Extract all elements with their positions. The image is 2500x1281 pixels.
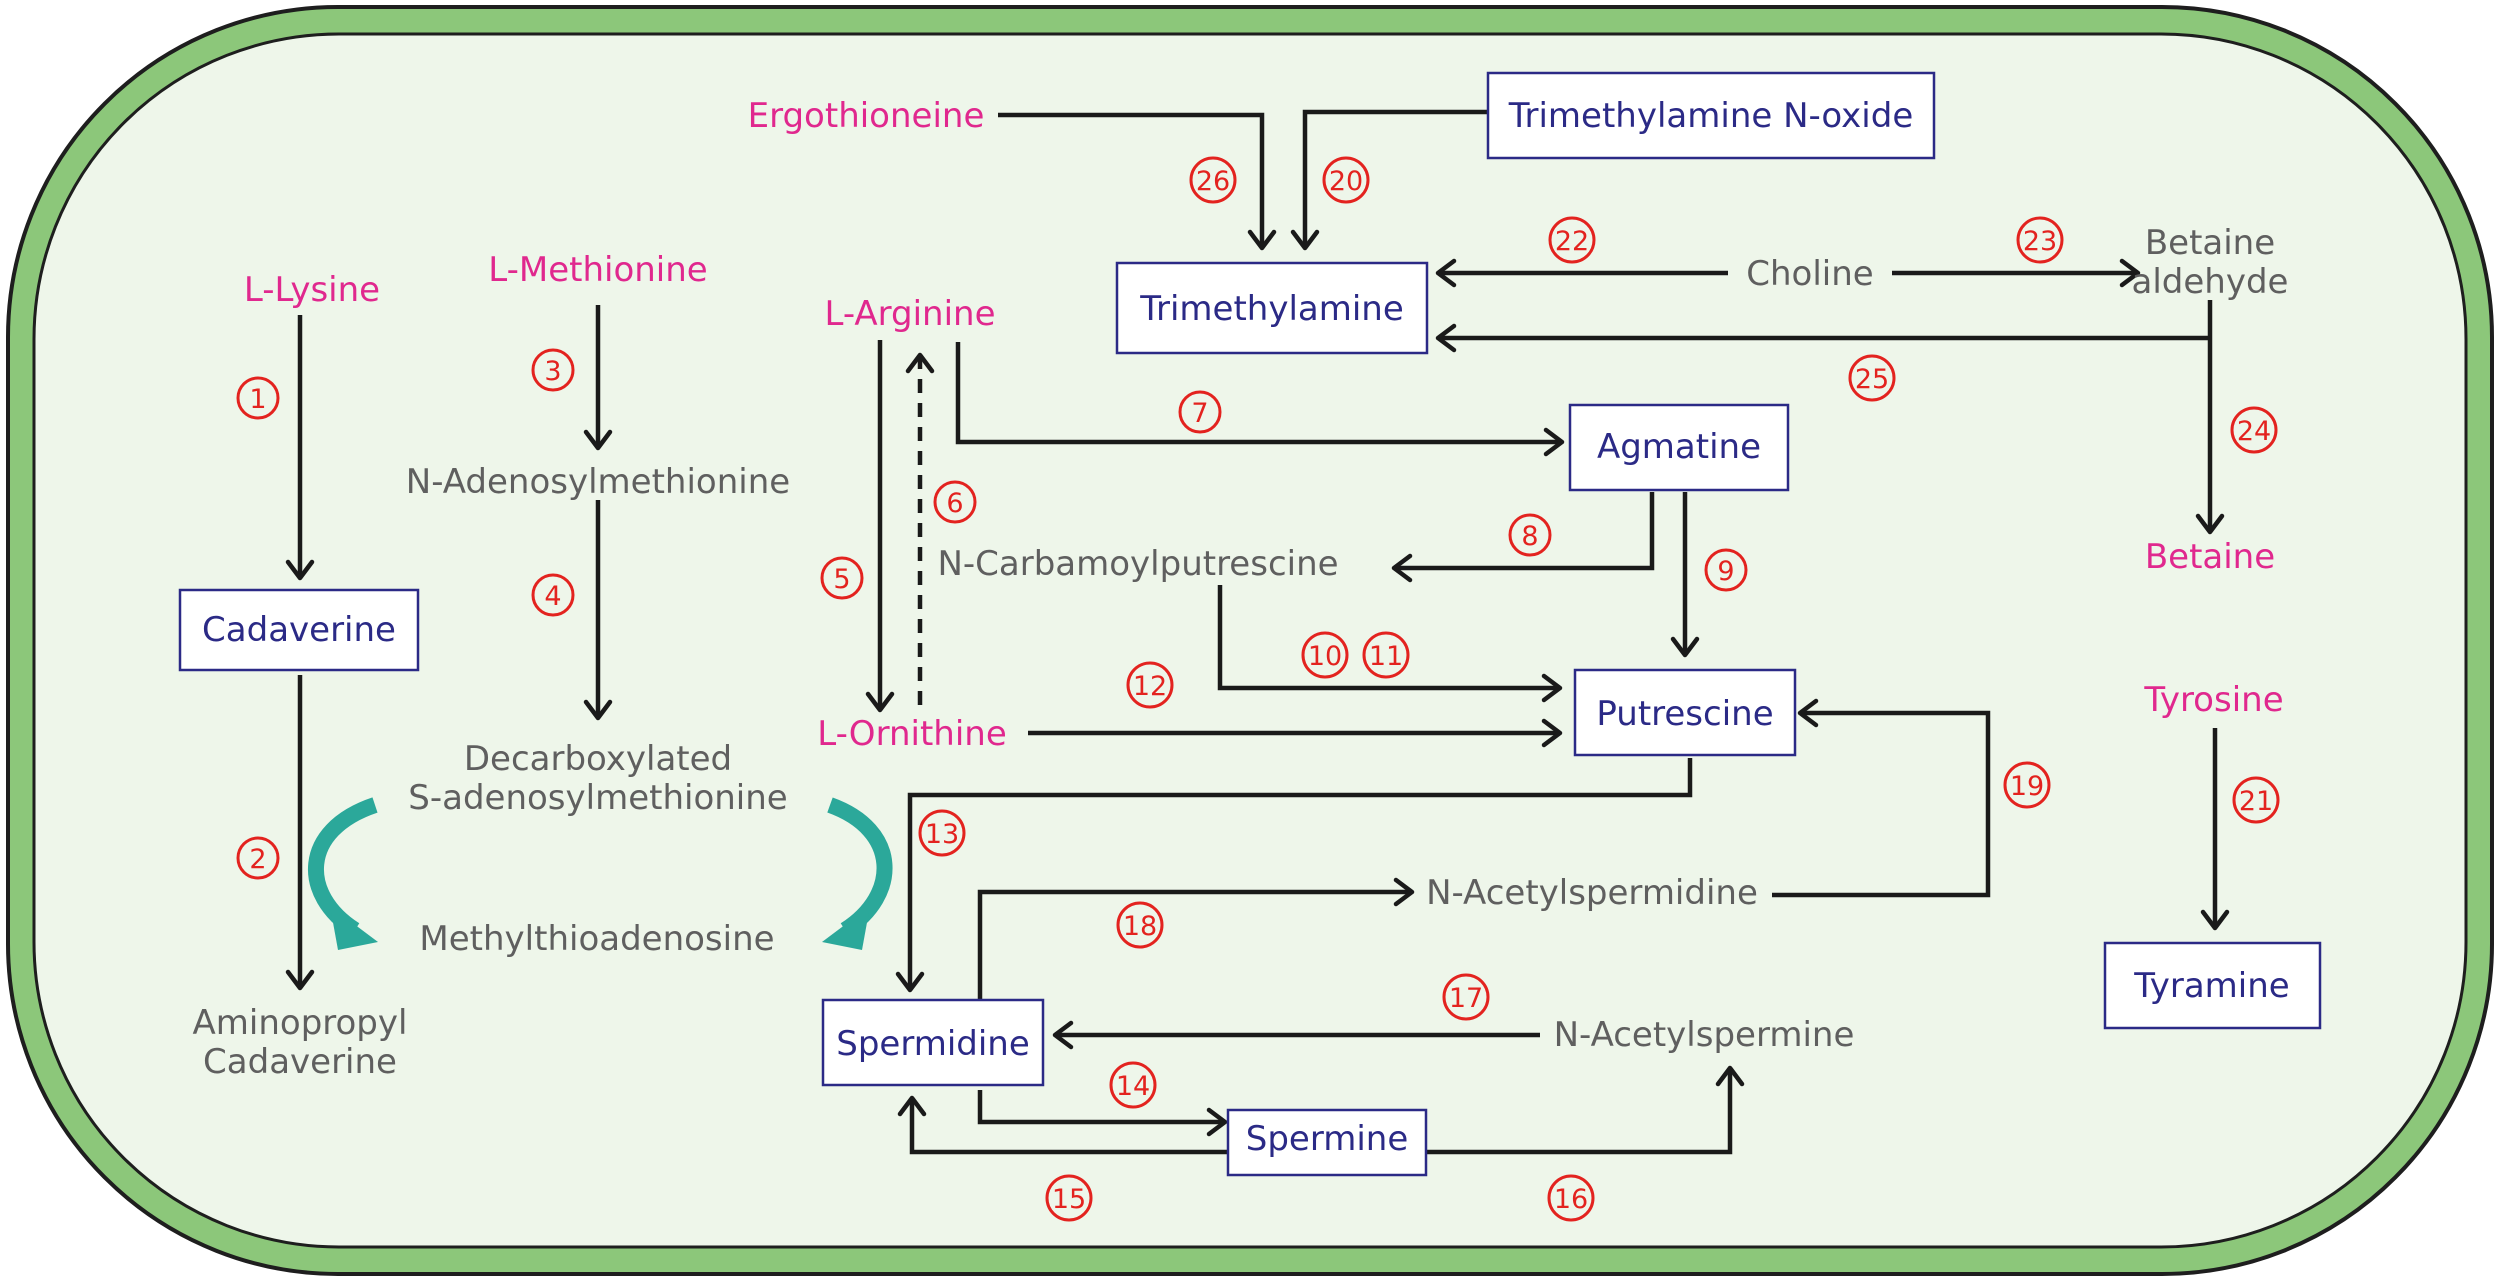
label-decarboxylated-sam-line2: S-adenosylmethionine <box>408 778 787 818</box>
label-tyrosine: Tyrosine <box>2143 680 2283 720</box>
curved-arrows <box>307 797 893 950</box>
step-7: 7 <box>1191 398 1208 429</box>
step-9: 9 <box>1717 556 1734 587</box>
label-methylthioadenosine: Methylthioadenosine <box>419 919 774 959</box>
step-21: 21 <box>2239 786 2273 817</box>
product-boxes <box>178 71 2322 1177</box>
arrowheads <box>285 229 2230 1137</box>
step-26: 26 <box>1196 166 1230 197</box>
step-11: 11 <box>1369 641 1403 672</box>
label-putrescine: Putrescine <box>1596 694 1773 734</box>
trimethylamine-oxide-box <box>1486 71 1936 160</box>
label-l-methionine: L-Methionine <box>488 250 707 290</box>
label-betaine-aldehyde-line1: Betaine <box>2145 223 2275 263</box>
compound-labels: L-Lysine L-Methionine N-Adenosylmethioni… <box>193 96 2290 1159</box>
step-25: 25 <box>1855 364 1889 395</box>
label-choline: Choline <box>1746 254 1873 294</box>
step-16: 16 <box>1554 1184 1588 1215</box>
step-4: 4 <box>544 581 561 612</box>
step-8: 8 <box>1521 521 1538 552</box>
step-24: 24 <box>2237 416 2271 447</box>
label-l-lysine: L-Lysine <box>244 270 380 310</box>
step-2: 2 <box>249 844 266 875</box>
step-22: 22 <box>1555 226 1589 257</box>
label-cadaverine: Cadaverine <box>202 610 396 650</box>
step-3: 3 <box>544 356 561 387</box>
agmatine-box <box>1568 403 1790 492</box>
label-trimethylamine-n-oxide: Trimethylamine N-oxide <box>1508 96 1914 136</box>
step-10: 10 <box>1308 641 1342 672</box>
step-23: 23 <box>2023 226 2057 257</box>
step-13: 13 <box>925 819 959 850</box>
label-agmatine: Agmatine <box>1597 427 1761 467</box>
step-17: 17 <box>1449 983 1483 1014</box>
cadaverine-box <box>178 588 420 672</box>
label-betaine-aldehyde-line2: aldehyde <box>2132 262 2289 302</box>
step-1: 1 <box>249 384 266 415</box>
step-15: 15 <box>1052 1184 1086 1215</box>
label-l-ornithine: L-Ornithine <box>817 714 1007 754</box>
spermine-box <box>1226 1108 1428 1177</box>
label-aminopropyl-cadaverine-line2: Cadaverine <box>203 1042 397 1082</box>
trimethylamine-box <box>1115 261 1429 355</box>
label-l-arginine: L-Arginine <box>825 294 996 334</box>
putrescine-box <box>1573 668 1797 757</box>
step-12: 12 <box>1133 671 1167 702</box>
curved-arrow-right-head <box>822 906 870 950</box>
reaction-lines <box>297 109 2218 1155</box>
label-n-adenosylmethionine: N-Adenosylmethionine <box>406 462 790 502</box>
label-spermine: Spermine <box>1246 1119 1409 1159</box>
label-tyramine: Tyramine <box>2133 966 2289 1006</box>
step-18: 18 <box>1123 911 1157 942</box>
step-19: 19 <box>2010 771 2044 802</box>
label-aminopropyl-cadaverine-line1: Aminopropyl <box>193 1003 408 1043</box>
label-decarboxylated-sam-line1: Decarboxylated <box>464 739 732 779</box>
label-n-acetylspermidine: N-Acetylspermidine <box>1426 873 1758 913</box>
curved-arrow-left-head <box>330 906 378 950</box>
step-markers: 1 2 3 4 5 6 7 8 9 10 11 12 13 14 15 16 1… <box>236 156 2280 1222</box>
label-ergothioneine: Ergothioneine <box>748 96 985 136</box>
label-trimethylamine: Trimethylamine <box>1139 289 1404 329</box>
label-n-acetylspermine: N-Acetylspermine <box>1554 1015 1855 1055</box>
spermidine-box <box>821 998 1045 1087</box>
step-6: 6 <box>946 488 963 519</box>
step-14: 14 <box>1116 1071 1150 1102</box>
label-n-carbamoylputrescine: N-Carbamoylputrescine <box>937 544 1338 584</box>
label-spermidine: Spermidine <box>836 1024 1030 1064</box>
step-20: 20 <box>1329 166 1363 197</box>
label-betaine: Betaine <box>2145 537 2275 577</box>
step-5: 5 <box>833 564 850 595</box>
tyramine-box <box>2103 941 2322 1030</box>
